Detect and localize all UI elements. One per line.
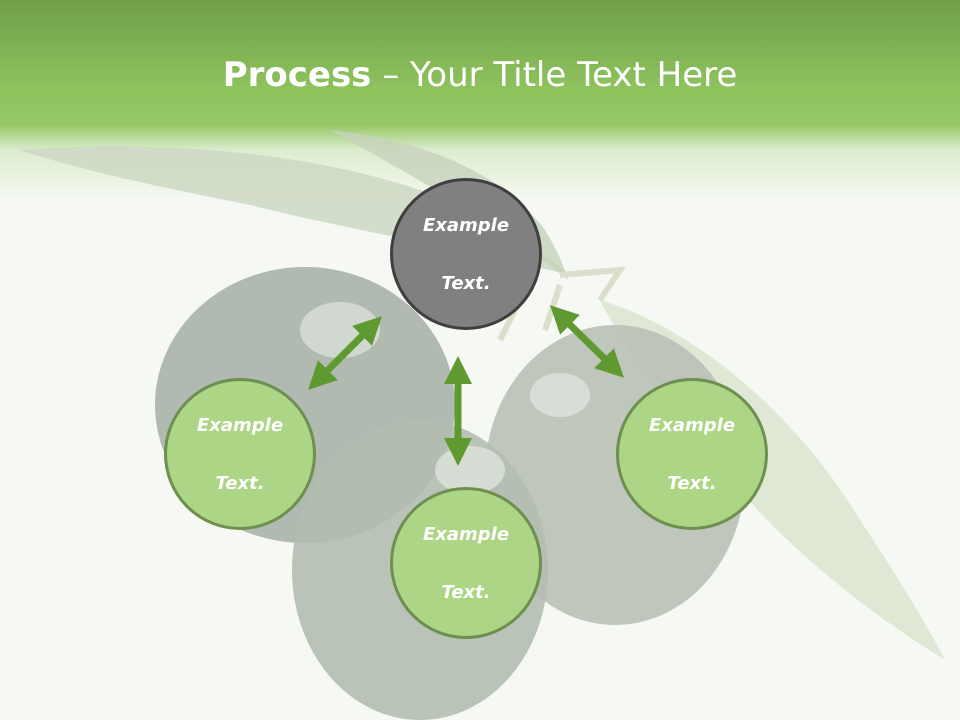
right-node-line1: Example: [648, 414, 736, 436]
olive-highlight: [530, 373, 590, 417]
bottom-node-line2: Text.: [441, 581, 491, 603]
right-node-line2: Text.: [667, 472, 717, 494]
title-rest: – Your Title Text Here: [371, 55, 738, 95]
arrow-center-right: [550, 305, 624, 378]
left-node-line2: Text.: [215, 472, 265, 494]
title-bold: Process: [222, 55, 372, 95]
bottom-node-line1: Example: [422, 523, 510, 545]
slide-title: Process – Your Title Text Here: [0, 52, 960, 98]
left-node-line1: Example: [196, 414, 284, 436]
arrow-center-left: [308, 316, 382, 390]
center-node-line1: Example: [422, 214, 510, 236]
center-node-line2: Text.: [441, 272, 491, 294]
